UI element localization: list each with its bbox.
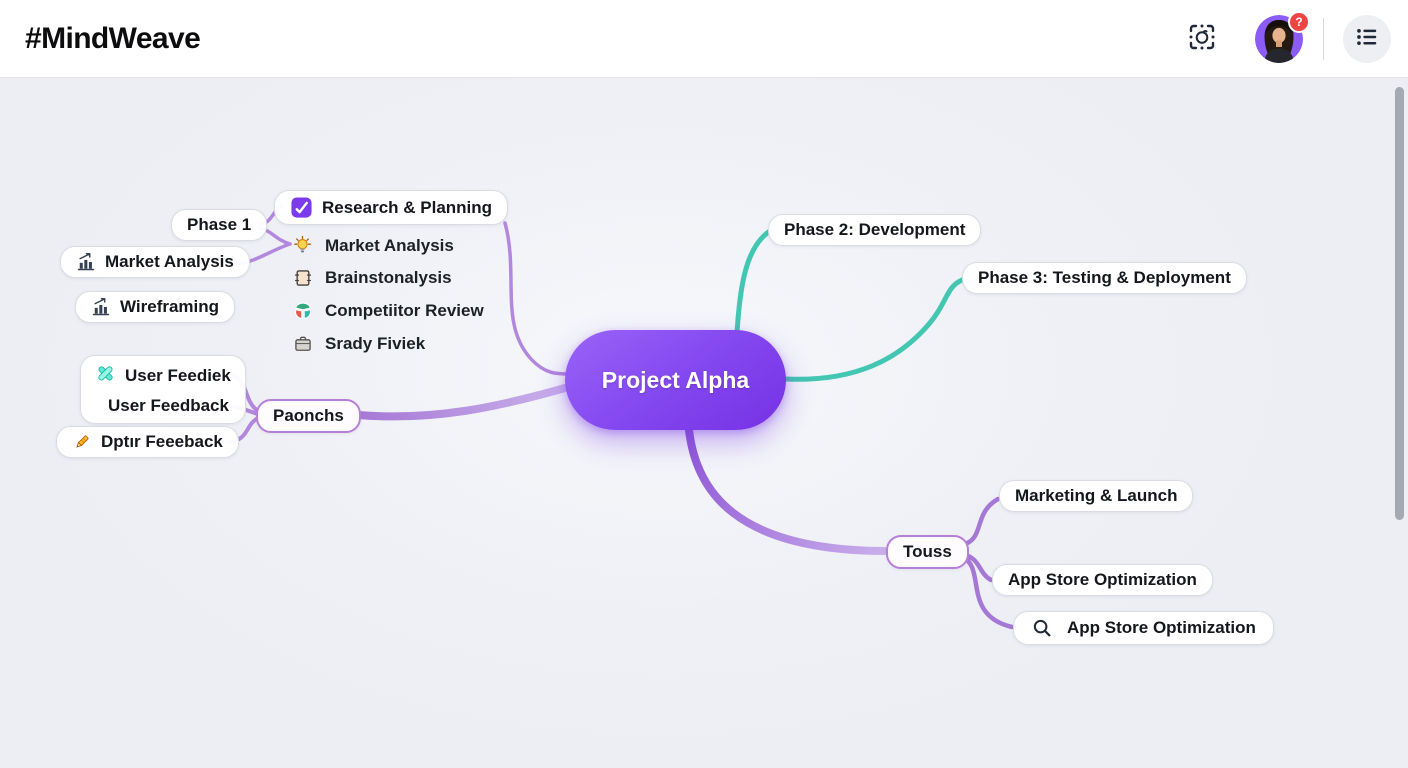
node-user-feediek[interactable]: User Feediek (95, 363, 231, 389)
node-marketing-launch[interactable]: Marketing & Launch (999, 480, 1194, 512)
node-user-feedback-group[interactable]: User Feediek User Feedback (80, 355, 246, 424)
pie-chart-icon (293, 301, 313, 321)
node-wireframing[interactable]: Wireframing (75, 291, 236, 323)
scrollbar-thumb[interactable] (1395, 87, 1404, 520)
node-label: App Store Optimization (1067, 618, 1256, 637)
list-item-srady-fiviek[interactable]: Srady Fiviek (293, 334, 425, 354)
list-item-label: Brainstonalysis (325, 268, 452, 287)
checkbox-icon (290, 196, 313, 219)
list-item-label: Market Analysis (325, 235, 454, 255)
node-label: Dptır Feeeback (101, 432, 223, 451)
node-user-feedback[interactable]: User Feedback (108, 396, 231, 416)
app-header: #MindWeave (0, 0, 1408, 78)
node-label: Phase 2: Development (784, 220, 966, 239)
menu-list-icon (1354, 24, 1380, 53)
node-dptir-feeeback[interactable]: Dptır Feeeback (56, 426, 239, 458)
notebook-icon (293, 268, 313, 288)
node-label: Paonchs (273, 406, 344, 425)
central-node-label: Project Alpha (601, 366, 750, 393)
node-label: User Feediek (125, 366, 231, 385)
user-avatar[interactable]: ? (1255, 10, 1310, 63)
list-item-label: Competiitor Review (325, 301, 484, 320)
node-label: User Feedback (108, 396, 229, 415)
cross-x-icon (95, 363, 116, 389)
header-divider (1323, 17, 1324, 60)
app-logo: #MindWeave (25, 21, 201, 55)
list-item-brainstonalysis[interactable]: Brainstonalysis (293, 268, 452, 288)
bar-chart-icon (91, 297, 111, 317)
node-phase-1[interactable]: Phase 1 (171, 209, 268, 241)
node-label: Phase 3: Testing & Deployment (978, 268, 1231, 287)
pencil-icon (72, 432, 92, 452)
lightbulb-icon (292, 235, 313, 256)
menu-list-button[interactable] (1343, 14, 1391, 63)
node-app-store-optimization[interactable]: App Store Optimization (992, 564, 1213, 596)
scan-icon (1184, 19, 1220, 58)
node-phase-2[interactable]: Phase 2: Development (768, 214, 982, 246)
list-item-market-analysis[interactable]: Market Analysis (292, 235, 454, 256)
node-paonchs[interactable]: Paonchs (256, 399, 361, 433)
node-label: App Store Optimization (1008, 570, 1197, 589)
search-icon (1031, 617, 1053, 639)
list-item-label: Srady Fiviek (325, 334, 426, 353)
scan-button[interactable] (1182, 19, 1222, 59)
node-label: Touss (903, 542, 952, 561)
node-market-analysis[interactable]: Market Analysis (60, 246, 250, 278)
mindmap-canvas[interactable]: Project Alpha Phase 1 Research & Plannin… (0, 78, 1408, 768)
node-project-alpha[interactable]: Project Alpha (565, 330, 786, 430)
node-label: Phase 1 (187, 215, 252, 234)
briefcase-icon (293, 334, 313, 354)
node-label: Marketing & Launch (1015, 486, 1178, 505)
notification-badge: ? (1288, 10, 1310, 33)
node-app-store-optimization-search[interactable]: App Store Optimization (1013, 611, 1274, 645)
node-label: Wireframing (120, 297, 220, 316)
node-touss[interactable]: Touss (886, 535, 969, 569)
node-research-planning[interactable]: Research & Planning (274, 190, 509, 225)
node-phase-3[interactable]: Phase 3: Testing & Deployment (962, 262, 1247, 294)
list-item-competiitor-review[interactable]: Competiitor Review (293, 301, 484, 321)
bar-chart-icon (76, 252, 96, 272)
node-label: Market Analysis (105, 252, 234, 271)
node-label: Research & Planning (322, 197, 493, 217)
